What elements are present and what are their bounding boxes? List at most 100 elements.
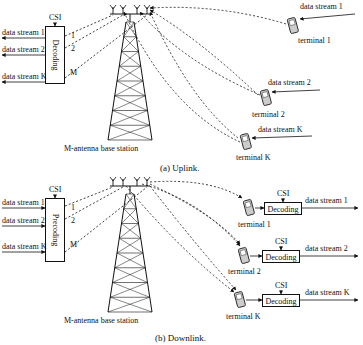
caption: (b) Downlink. — [155, 333, 206, 343]
antenna-symbol — [137, 177, 140, 181]
downlink-signal — [126, 186, 234, 292]
antenna-symbol — [134, 177, 137, 181]
text-label: data stream 1 — [2, 198, 45, 207]
text-label: data stream 2 — [2, 45, 45, 54]
tower-brace — [113, 111, 150, 126]
phone-icon — [234, 291, 246, 308]
text-label: data stream 1 — [2, 28, 45, 37]
antenna-symbol — [113, 5, 116, 9]
input-arrow — [2, 226, 45, 227]
text-label: data stream K — [258, 125, 302, 134]
antenna-symbol — [123, 177, 126, 181]
block-label: Decoding — [267, 204, 298, 213]
text-label: 1 — [71, 31, 75, 40]
phone-screen — [240, 250, 246, 256]
tower-brace — [122, 37, 137, 52]
text-label: terminal 1 — [298, 36, 331, 45]
text-label: terminal 2 — [228, 267, 261, 276]
phone-icon — [260, 89, 272, 106]
text-label: data stream K — [305, 288, 349, 297]
tower-brace — [117, 253, 143, 254]
tower-brace — [110, 297, 152, 312]
uplink-signal — [150, 12, 238, 138]
antenna-symbol — [144, 5, 147, 9]
downlink-signal — [150, 181, 242, 198]
text-label: data stream K — [2, 72, 46, 81]
input-arrow — [252, 136, 312, 138]
tower-brace — [115, 253, 143, 268]
tower-brace — [124, 209, 139, 224]
tower-brace — [110, 297, 150, 298]
text-label: 1 — [71, 203, 75, 212]
tower-brace — [110, 111, 147, 126]
input-arrow — [2, 208, 45, 209]
antenna-symbol — [113, 177, 116, 181]
tower-brace — [115, 81, 143, 96]
terminal-arrow — [255, 208, 264, 209]
tower-brace — [115, 268, 148, 283]
downlink-signal — [150, 184, 240, 244]
tower-brace — [122, 223, 139, 224]
tower-brace — [124, 208, 137, 209]
text-label: data stream 1 — [305, 196, 348, 205]
block-label: Decoding — [51, 39, 60, 70]
text-label: CSI — [49, 13, 61, 22]
decoder-box: Decoding — [262, 250, 300, 263]
tower-brace — [113, 268, 146, 283]
phone-body — [287, 17, 299, 34]
downlink-signal — [150, 186, 236, 290]
tower-mast — [130, 14, 131, 22]
phone-screen — [242, 136, 248, 142]
tower-brace — [110, 125, 152, 140]
antenna-symbol — [123, 5, 126, 9]
output-arrow — [2, 38, 45, 39]
antenna-symbol — [144, 177, 147, 181]
phone-body — [234, 291, 246, 308]
phone-body — [243, 199, 255, 216]
output-arrow — [2, 55, 45, 56]
phone-screen — [245, 202, 251, 208]
antenna-symbol — [110, 5, 113, 9]
text-label: M — [70, 68, 77, 77]
phone-icon — [287, 17, 299, 34]
terminal-arrow — [246, 300, 262, 301]
phone-screen — [236, 294, 242, 300]
antenna-symbol — [120, 177, 123, 181]
caption: (a) Uplink. — [160, 163, 200, 173]
decoder-box: Decoding — [262, 294, 300, 307]
phone-body — [260, 89, 272, 106]
uplink-signal — [150, 7, 286, 24]
phone-screen — [289, 20, 295, 26]
text-label: CSI — [277, 189, 289, 198]
tower-brace — [117, 81, 145, 96]
text-label: CSI — [49, 185, 61, 194]
tower-brace — [119, 238, 141, 239]
output-arrow — [2, 82, 45, 83]
tower-brace — [119, 66, 141, 67]
text-label: M-antenna base station — [64, 316, 138, 325]
tower-brace — [115, 95, 146, 96]
antenna-symbol — [147, 177, 150, 181]
tower-brace — [115, 96, 148, 111]
decoder-box: Decoding — [264, 202, 302, 215]
output-arrow — [300, 300, 358, 301]
tower-brace — [108, 140, 152, 141]
processing-block: Precoding — [45, 198, 65, 262]
text-label: data stream 2 — [2, 216, 45, 225]
text-label: M — [70, 240, 77, 249]
tower-brace — [110, 283, 147, 298]
tower-brace — [115, 267, 146, 268]
block-label: Decoding — [265, 252, 296, 261]
output-arrow — [300, 256, 358, 257]
antenna-feed — [65, 15, 123, 48]
tower-brace — [119, 52, 138, 67]
tower-brace — [108, 297, 150, 312]
text-label: data stream 2 — [305, 244, 348, 253]
antenna-feed — [65, 187, 123, 219]
text-label: data stream 2 — [268, 78, 311, 87]
text-label: terminal 2 — [252, 110, 285, 119]
tower-brace — [124, 36, 137, 37]
phone-icon — [238, 247, 250, 264]
text-label: CSI — [275, 237, 287, 246]
tower-brace — [117, 253, 145, 268]
